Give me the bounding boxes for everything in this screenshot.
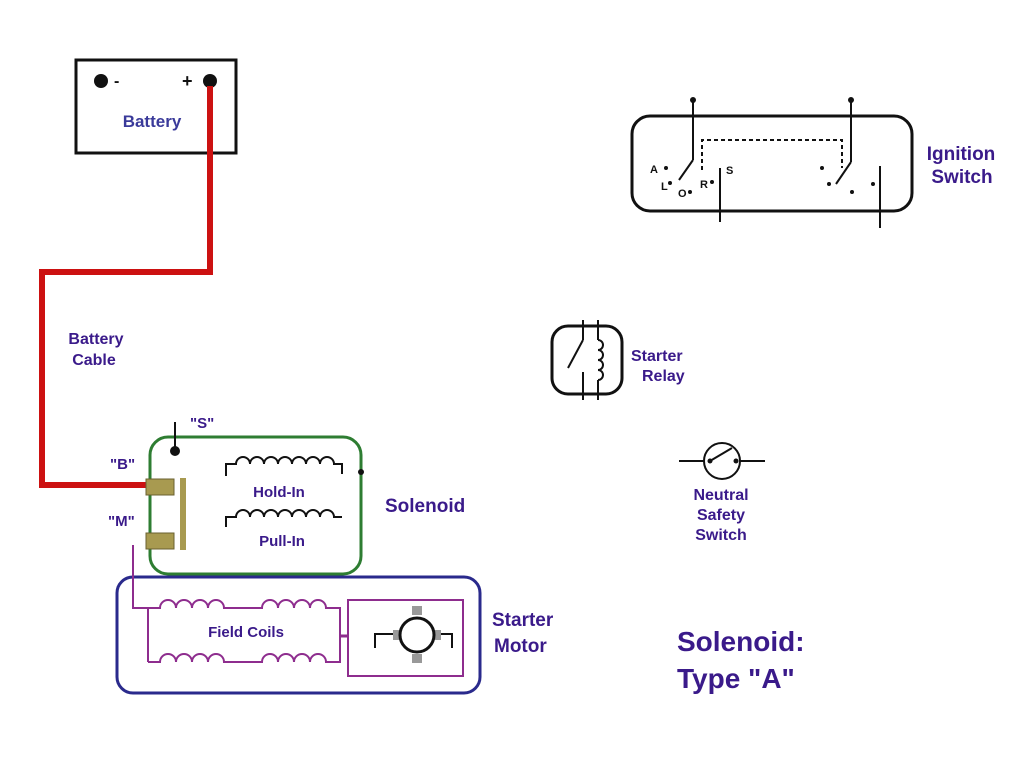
ignition-contact-o [688,190,692,194]
battery-cable-label-line2: Cable [72,352,116,369]
starter-relay [550,320,624,400]
ignition-right-post-dot [848,97,854,103]
hold-in-winding [225,456,343,476]
solenoid-label: Solenoid [385,496,465,517]
ignition-contact-l [668,181,672,185]
relay-coil [597,339,604,381]
b-terminal-label: "B" [110,456,135,473]
field-coil-upper [148,599,341,636]
armature-icon [398,616,436,654]
ignition-pos-s: S [726,165,733,177]
relay-contact-arm [567,339,584,369]
contact-disc [180,478,186,550]
battery-cable-label-line1: Battery [68,331,123,348]
diagram-title-line1: Solenoid: [677,626,805,657]
pull-in-label: Pull-In [259,533,305,550]
ignition-pos-l: L [661,181,668,193]
starter-motor-label-line2: Motor [494,636,547,657]
ignition-switch: A L O R S [630,97,914,228]
neutral-safety-switch [679,442,765,480]
nss-blade [709,447,733,462]
starter-relay-housing [550,324,624,396]
field-coil-lower [148,636,341,663]
m-terminal-lead [132,545,148,609]
pull-in-winding [225,509,342,527]
brush-left [393,630,402,640]
s-terminal-label: "S" [190,415,214,432]
battery-positive-sign: + [182,71,193,91]
armature-ground-left [374,633,399,648]
starter-motor-label-line1: Starter [492,610,554,631]
battery-label: Battery [123,112,182,131]
nss-contact-right [733,458,739,464]
ignition-switch-label-line2: Switch [931,167,992,188]
ignition-right-contact-3 [850,190,854,194]
b-terminal-lug [145,478,175,496]
starter-motor: Field Coils [115,545,482,695]
m-terminal-lug [145,532,175,550]
ignition-switch-housing [630,114,914,213]
ignition-contact-a [664,166,668,170]
ignition-contact-r [710,180,714,184]
hold-in-label: Hold-In [253,484,305,501]
starter-relay-label-line2: Relay [642,368,685,385]
ignition-pos-r: R [700,179,708,191]
ignition-linkage [701,139,843,170]
ignition-pos-a: A [650,164,658,176]
field-coils-label: Field Coils [208,624,284,641]
brush-right [432,630,441,640]
battery-cable [39,86,213,488]
ignition-pos-o: O [678,188,687,200]
ignition-right-contact-4 [871,182,875,186]
solenoid: "S" "B" "M" Hold-In Pull-In [108,415,364,576]
brush-top [412,606,422,615]
armature-box [347,599,464,677]
nss-label-line1: Neutral [693,487,748,504]
nss-label-line2: Safety [697,507,745,524]
m-terminal-label: "M" [108,513,135,530]
nss-label-line3: Switch [695,527,747,544]
brush-bottom [412,654,422,663]
battery-negative-sign: - [114,73,119,90]
ignition-left-blade [678,159,694,181]
battery-negative-terminal [94,74,108,88]
diagram-title-line2: Type "A" [677,663,795,694]
battery-positive-terminal [203,74,217,88]
ignition-right-contact-2 [827,182,831,186]
nss-body [703,442,741,480]
solenoid-housing [148,435,363,576]
ignition-left-post-dot [690,97,696,103]
hold-in-ground-dot [358,469,364,475]
starter-relay-label-line1: Starter [631,348,683,365]
ignition-right-blade [835,161,852,185]
ignition-switch-label-line1: Ignition [927,144,996,165]
s-terminal-dot [170,446,180,456]
ignition-right-contact-1 [820,166,824,170]
